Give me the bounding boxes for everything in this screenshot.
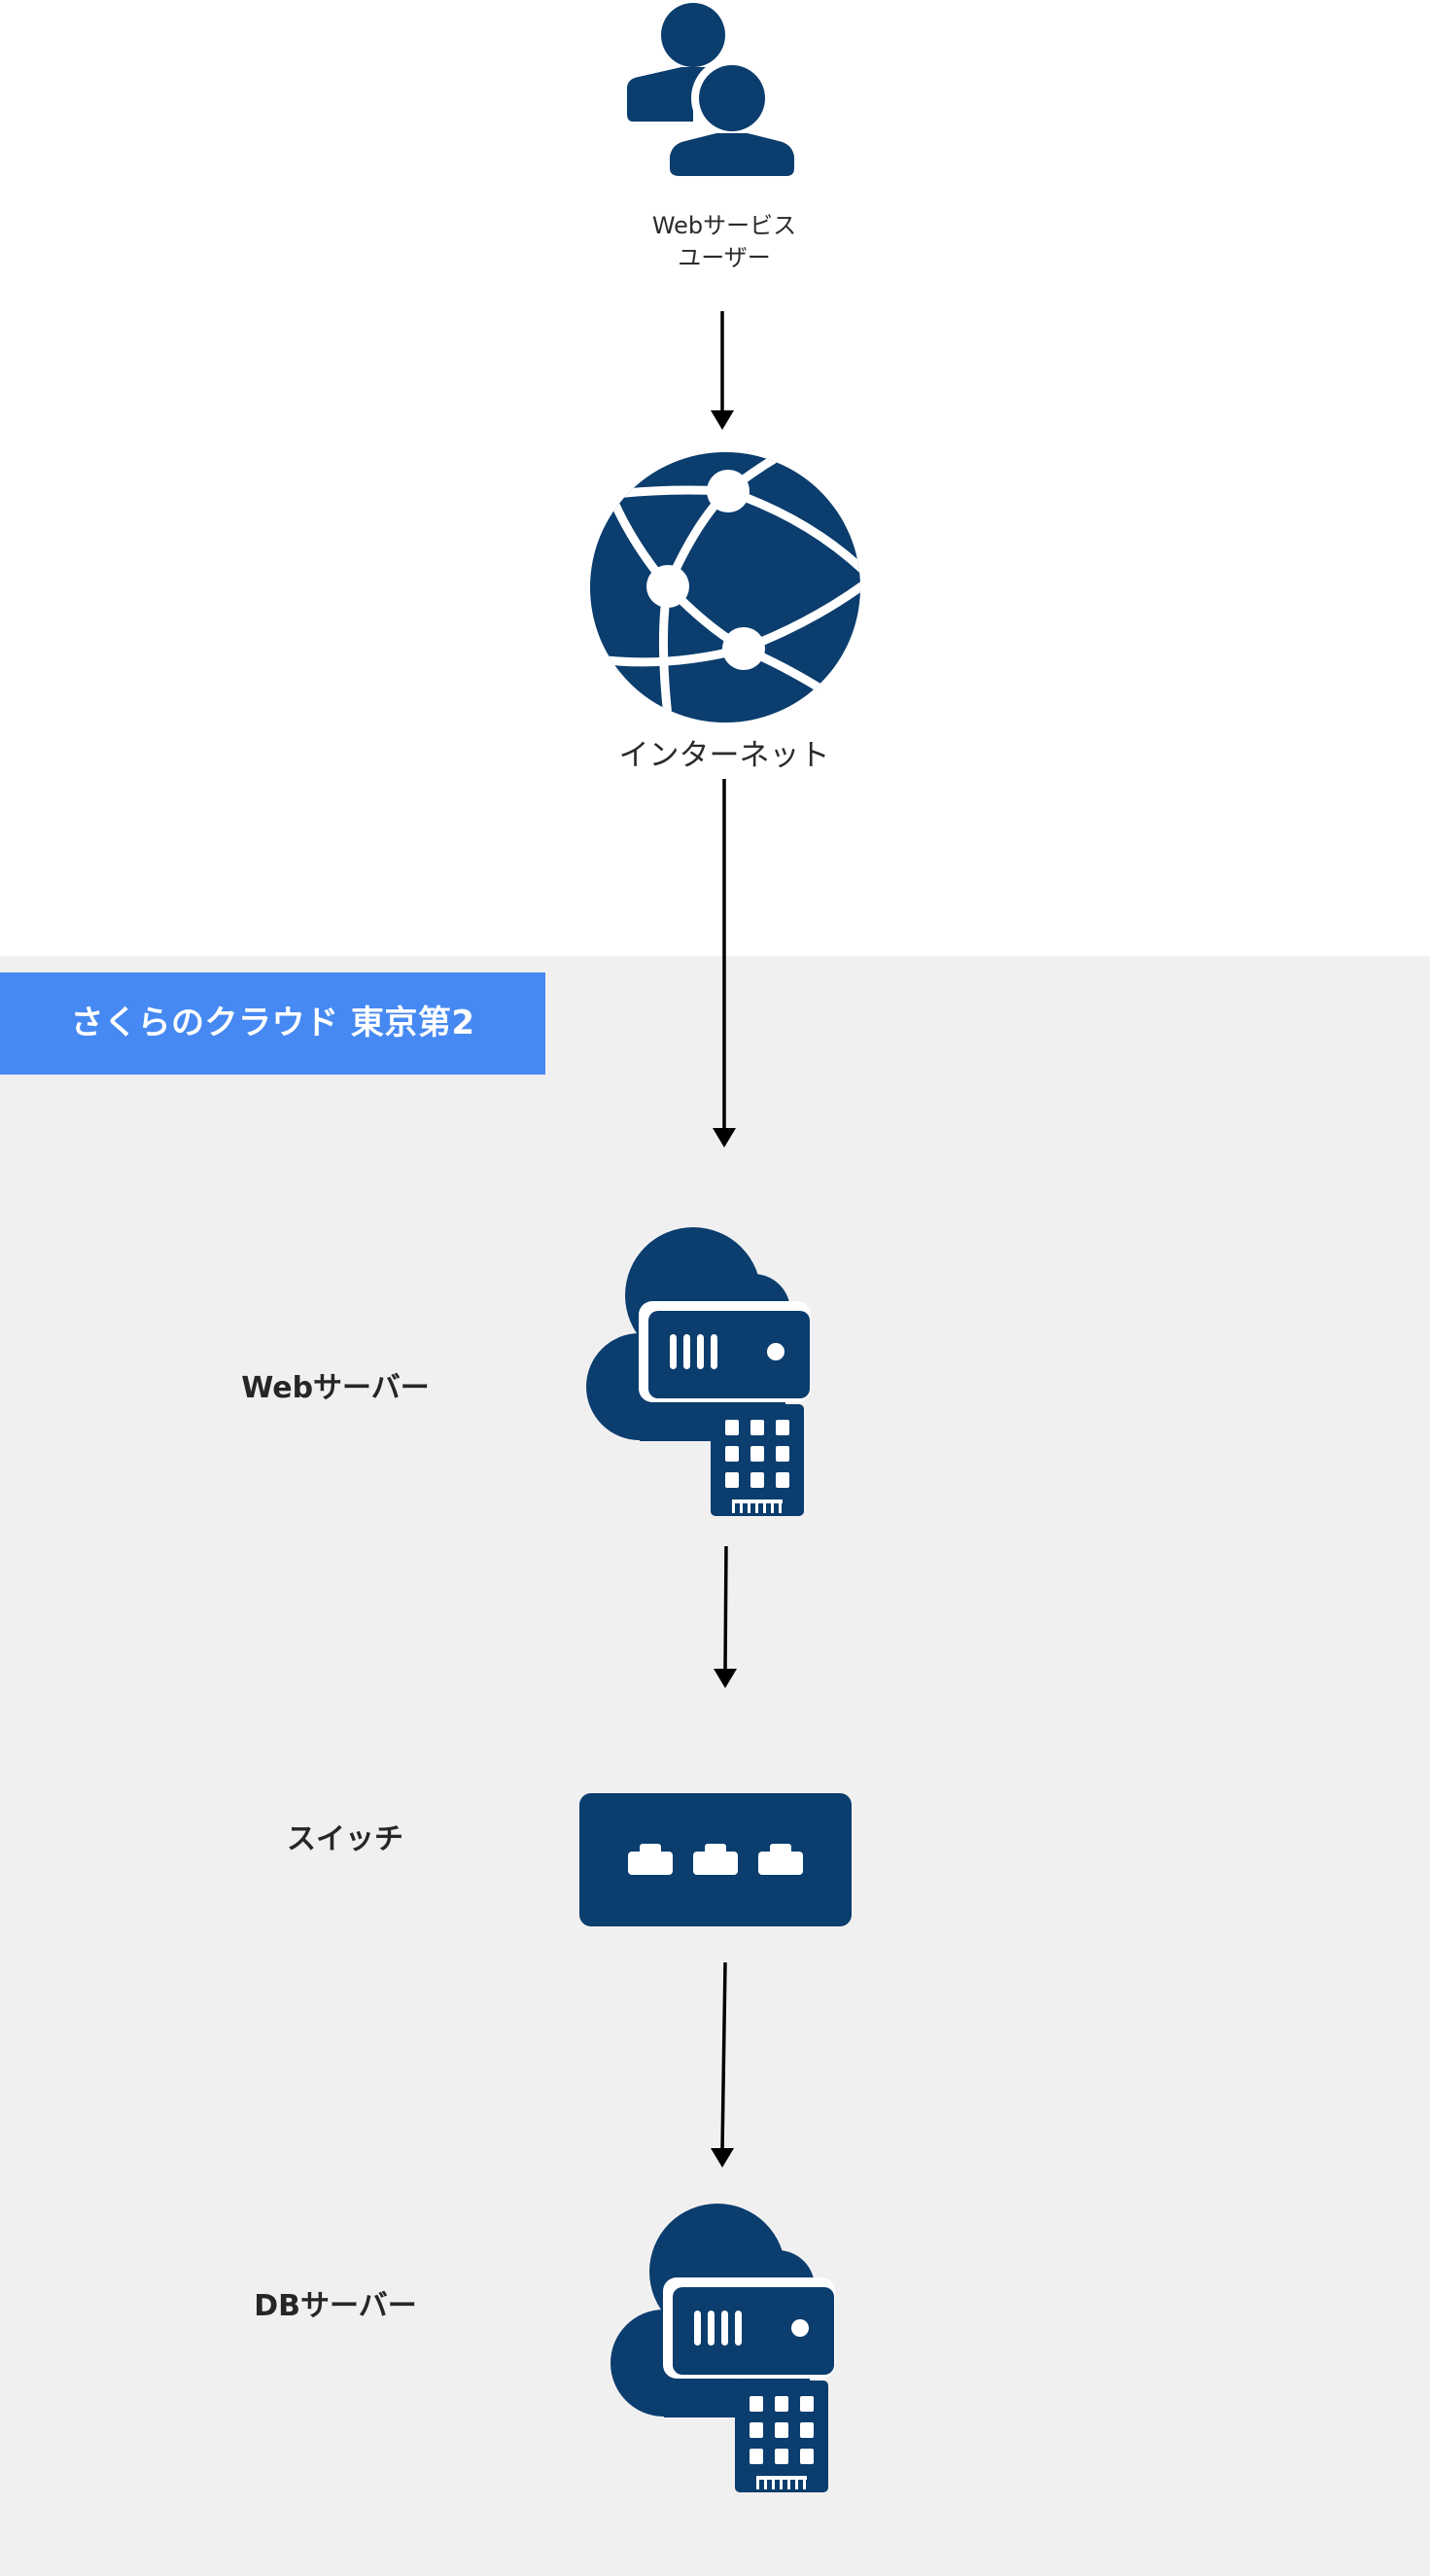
internet-label: インターネット <box>618 738 830 773</box>
db-server-label: DBサーバー <box>254 2289 417 2323</box>
web-server-label: Webサーバー <box>241 1371 430 1405</box>
network-switch-icon <box>579 1793 852 1926</box>
web-server-icon <box>586 1227 811 1516</box>
users-label: Webサービス ユーザー <box>651 212 797 271</box>
db-server-icon <box>610 2204 835 2492</box>
users-icon <box>625 3 805 178</box>
switch-label: スイッチ <box>287 1822 403 1856</box>
edge-users-internet <box>711 311 734 430</box>
cloud-zone-title: さくらのクラウド 東京第2 <box>0 972 545 1075</box>
globe-network-icon <box>590 452 860 723</box>
